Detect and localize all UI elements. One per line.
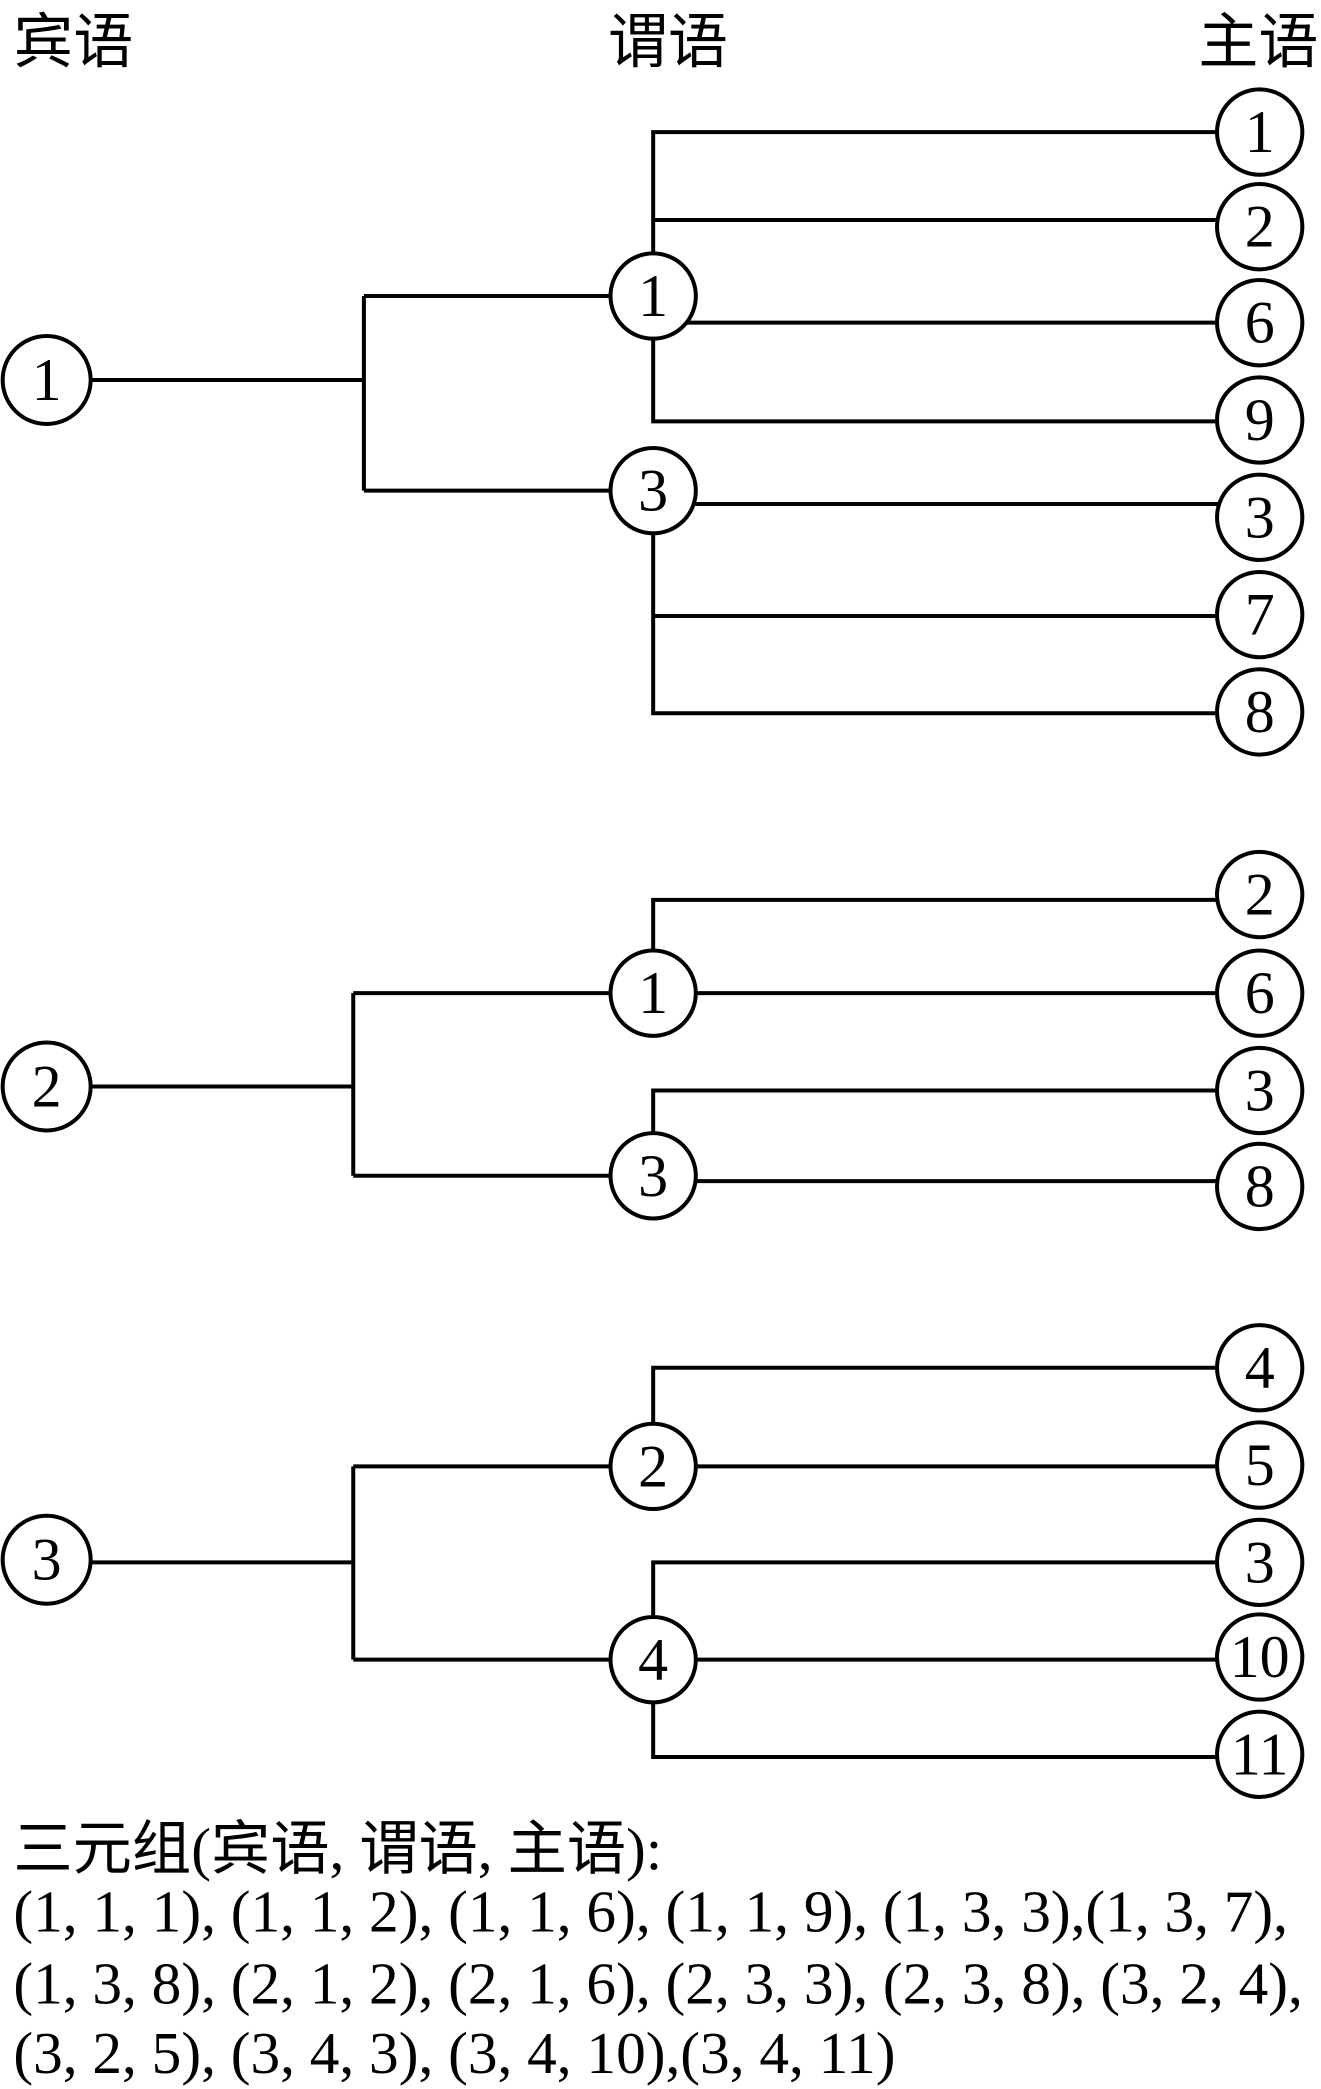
node-label: 4 (638, 1627, 668, 1693)
triples-line: (1, 3, 8), (2, 1, 2), (2, 1, 6), (2, 3, … (13, 1951, 1302, 2017)
predicate-node: 1 (608, 251, 698, 341)
predicate-node: 3 (608, 1131, 698, 1221)
node-label: 1 (32, 347, 62, 413)
node-label: 9 (1245, 387, 1275, 453)
tree-object-1: 1 1 3 1 2 6 9 3 (0, 87, 1305, 757)
node-label: 1 (638, 960, 668, 1026)
node-label: 3 (1245, 484, 1275, 550)
node-circle (1215, 1517, 1305, 1608)
subject-node: 2 (1215, 182, 1305, 272)
subject-node: 4 (1215, 1323, 1305, 1413)
node-circle (608, 1421, 698, 1512)
object-column-header: 宾语 (13, 10, 133, 76)
node-label: 2 (1245, 194, 1275, 260)
node-label: 5 (1245, 1432, 1275, 1498)
object-node: 2 (0, 1040, 93, 1133)
subject-node: 6 (1215, 278, 1305, 368)
node-circle (1215, 849, 1305, 940)
node-label: 10 (1230, 1624, 1290, 1690)
node-label: 3 (638, 1143, 668, 1209)
edge-object-to-predicates (90, 294, 611, 493)
predicate-node: 4 (608, 1615, 698, 1705)
subject-node: 8 (1215, 667, 1305, 757)
node-circle (1215, 182, 1305, 272)
node-label: 6 (1245, 960, 1275, 1026)
edge-predicate-to-subjects (651, 1560, 1218, 1759)
node-label: 8 (1245, 1153, 1275, 1219)
node-label: 2 (638, 1433, 668, 1499)
tree-object-2: 2 1 3 2 6 3 8 (0, 849, 1305, 1232)
triples-list: 三元组(宾语, 谓语, 主语): (1, 1, 1), (1, 1, 2), (… (13, 1816, 1302, 2086)
edge-object-to-predicates (90, 1464, 611, 1662)
subject-node: 3 (1215, 472, 1305, 562)
node-circle (608, 1131, 698, 1221)
node-circle (1215, 1045, 1305, 1136)
edge-predicate-to-subjects (651, 130, 1218, 424)
node-label: 3 (638, 458, 668, 524)
subject-node: 10 (1215, 1612, 1305, 1702)
edge-predicate-to-subjects (651, 1365, 1218, 1469)
column-headers: 宾语 谓语 主语 (13, 10, 1318, 76)
edge-predicate-to-subjects (651, 897, 1218, 996)
node-circle (0, 1513, 93, 1606)
node-circle (608, 251, 698, 341)
node-circle (608, 445, 698, 536)
subject-node: 6 (1215, 948, 1305, 1038)
node-circle (1215, 569, 1305, 660)
subject-node: 3 (1215, 1517, 1305, 1608)
node-label: 2 (32, 1053, 62, 1119)
triples-line: (3, 2, 5), (3, 4, 3), (3, 4, 10),(3, 4, … (13, 2020, 895, 2086)
node-circle (1215, 375, 1305, 465)
node-label: 6 (1245, 290, 1275, 356)
subject-node: 7 (1215, 569, 1305, 660)
node-label: 2 (1245, 862, 1275, 928)
object-node: 3 (0, 1513, 93, 1606)
subject-node: 11 (1215, 1709, 1305, 1799)
object-node: 1 (0, 334, 93, 426)
node-circle (1215, 278, 1305, 368)
node-circle (608, 948, 698, 1038)
subject-column-header: 主语 (1198, 10, 1318, 76)
node-circle (1215, 667, 1305, 757)
edge-object-to-predicates (90, 991, 611, 1178)
subject-node: 8 (1215, 1141, 1305, 1232)
triples-caption: 三元组(宾语, 谓语, 主语): (13, 1816, 662, 1882)
node-label: 3 (1245, 1529, 1275, 1595)
subject-node: 9 (1215, 375, 1305, 465)
node-label: 7 (1245, 582, 1275, 648)
node-circle (608, 1615, 698, 1705)
subject-node: 2 (1215, 849, 1305, 940)
node-circle (1215, 948, 1305, 1038)
node-label: 3 (32, 1527, 62, 1593)
node-label: 3 (1245, 1057, 1275, 1123)
edge-predicate-to-subjects (651, 1088, 1218, 1184)
predicate-node: 2 (608, 1421, 698, 1512)
node-label: 4 (1245, 1335, 1275, 1401)
edge-predicate-to-subjects (651, 501, 1219, 716)
node-circle (1215, 87, 1305, 177)
predicate-node: 1 (608, 948, 698, 1038)
node-circle (1215, 1612, 1305, 1702)
triples-line: (1, 1, 1), (1, 1, 2), (1, 1, 6), (1, 1, … (13, 1879, 1288, 1945)
node-label: 11 (1231, 1721, 1289, 1787)
node-circle (1215, 1323, 1305, 1413)
node-label: 8 (1245, 679, 1275, 745)
node-circle (1215, 1420, 1305, 1510)
node-circle (1215, 472, 1305, 562)
node-circle (0, 1040, 93, 1133)
subject-node: 5 (1215, 1420, 1305, 1510)
node-circle (0, 334, 93, 426)
predicate-node: 3 (608, 445, 698, 536)
tree-object-3: 3 2 4 4 5 3 10 11 (0, 1323, 1305, 1799)
node-label: 1 (638, 263, 668, 329)
subject-node: 1 (1215, 87, 1305, 177)
predicate-column-header: 谓语 (608, 10, 728, 76)
subject-node: 3 (1215, 1045, 1305, 1136)
node-label: 1 (1245, 99, 1275, 165)
node-circle (1215, 1141, 1305, 1232)
node-circle (1215, 1709, 1305, 1799)
